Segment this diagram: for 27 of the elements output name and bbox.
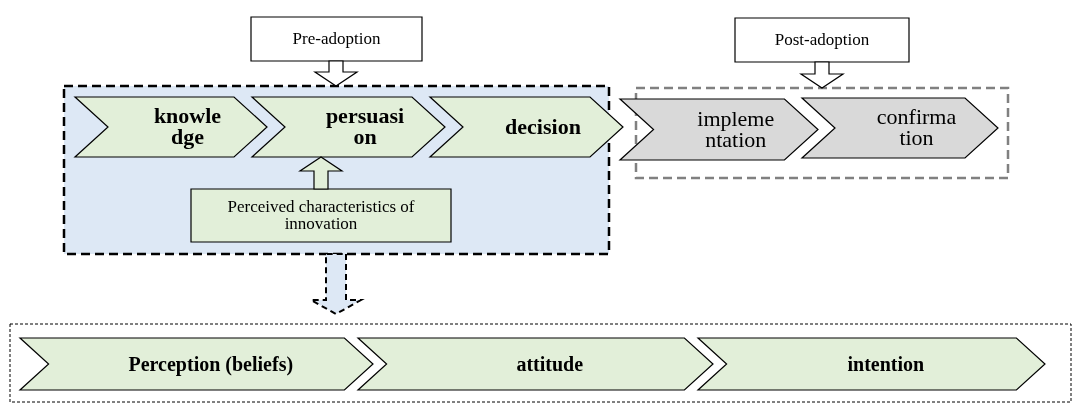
step-label: persuasi on	[324, 106, 406, 148]
box-label: Pre-adoption	[292, 30, 381, 48]
chevron-step	[75, 97, 267, 157]
block-arrow	[298, 156, 344, 190]
step-label: decision	[505, 116, 581, 138]
chevron-step	[20, 338, 373, 390]
box-label: Perceived characteristics of innovation	[226, 199, 416, 232]
callout-box	[735, 18, 909, 62]
chevron-step	[620, 99, 818, 160]
step-label: intention	[847, 354, 925, 374]
box-label: Post-adoption	[774, 31, 870, 49]
factor-box	[191, 189, 451, 242]
step-label: Perception (beliefs)	[128, 354, 294, 374]
dashed-group-box	[10, 324, 1071, 402]
chevron-step	[358, 338, 713, 390]
block-arrow	[799, 61, 845, 89]
dashed-group-box	[636, 88, 1008, 178]
step-label: knowle dge	[152, 106, 223, 148]
block-arrow	[313, 60, 359, 87]
step-label: impleme ntation	[696, 108, 776, 151]
chevron-step	[430, 97, 623, 157]
chevron-step	[698, 338, 1045, 390]
chevron-step	[802, 98, 998, 158]
callout-box	[251, 17, 422, 61]
step-label: attitude	[516, 354, 584, 374]
step-label: confirma tion	[875, 107, 958, 149]
chevron-step	[252, 97, 445, 157]
